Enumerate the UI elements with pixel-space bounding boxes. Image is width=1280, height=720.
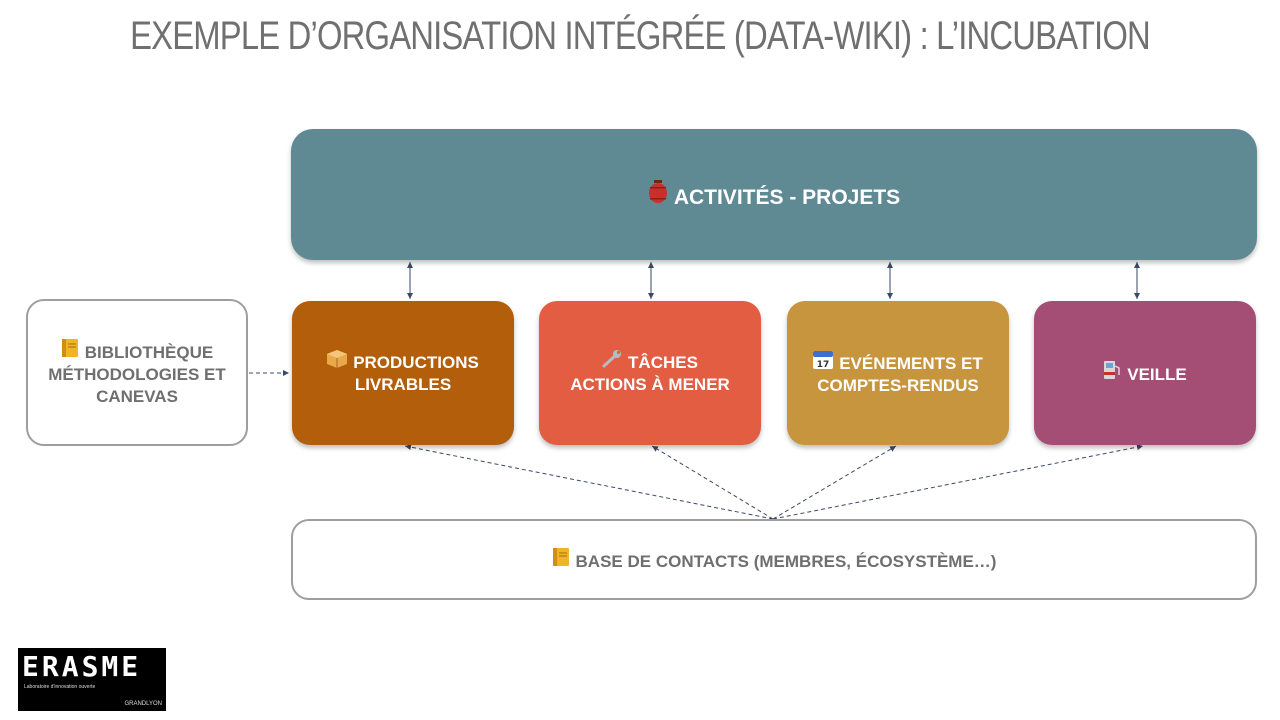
arrow-contacts-evenements <box>772 445 897 520</box>
bibliotheque-line2: MÉTHODOLOGIES ET <box>48 364 226 384</box>
contacts-box: BASE DE CONTACTS (MEMBRES, ÉCOSYSTÈME…) <box>291 519 1257 600</box>
activities-projects-box: ACTIVITÉS - PROJETS <box>291 129 1257 260</box>
package-icon <box>327 350 348 374</box>
taches-line2: ACTIONS À MENER <box>570 375 730 394</box>
veille-label: VEILLE <box>1127 365 1187 384</box>
arrow-contacts-productions <box>404 444 774 520</box>
productions-line1: PRODUCTIONS <box>353 353 479 372</box>
veille-box: VEILLE <box>1034 301 1256 445</box>
bibliotheque-line3: CANEVAS <box>96 386 178 406</box>
evenements-line2: COMPTES-RENDUS <box>817 376 979 395</box>
contacts-label: BASE DE CONTACTS (MEMBRES, ÉCOSYSTÈME…) <box>575 551 997 571</box>
page-title: EXEMPLE D’ORGANISATION INTÉGRÉE (DATA-WI… <box>130 14 1151 58</box>
activities-label: ACTIVITÉS - PROJETS <box>673 186 901 209</box>
evenements-line1: EVÉNEMENTS ET <box>839 354 983 373</box>
logo-partner: GRANDLYON <box>124 701 162 707</box>
taches-line1: TÂCHES <box>628 353 698 372</box>
arrow-contacts-veille <box>772 444 1144 520</box>
taches-box: TÂCHES ACTIONS À MENER <box>539 301 761 445</box>
logo-wordmark: ERASME <box>22 650 142 683</box>
arrow-contacts-taches <box>651 445 774 520</box>
evenements-box: 17 EVÉNEMENTS ET COMPTES-RENDUS <box>787 301 1009 445</box>
ledger-icon <box>552 547 570 573</box>
productions-box: PRODUCTIONS LIVRABLES <box>292 301 514 445</box>
fuel-pump-icon <box>1103 360 1121 386</box>
svg-text:17: 17 <box>817 360 830 369</box>
bibliotheque-box: BIBLIOTHÈQUE MÉTHODOLOGIES ET CANEVAS <box>26 299 248 446</box>
red-lantern-icon <box>648 180 668 209</box>
ledger-icon <box>61 338 79 364</box>
productions-line2: LIVRABLES <box>354 375 452 394</box>
erasme-logo: ERASME Laboratoire d'innovation ouverte … <box>18 648 166 711</box>
calendar-icon: 17 <box>813 349 834 375</box>
wrench-icon <box>602 350 622 374</box>
logo-subtitle: Laboratoire d'innovation ouverte <box>24 684 96 690</box>
bibliotheque-line1: BIBLIOTHÈQUE <box>84 342 214 362</box>
